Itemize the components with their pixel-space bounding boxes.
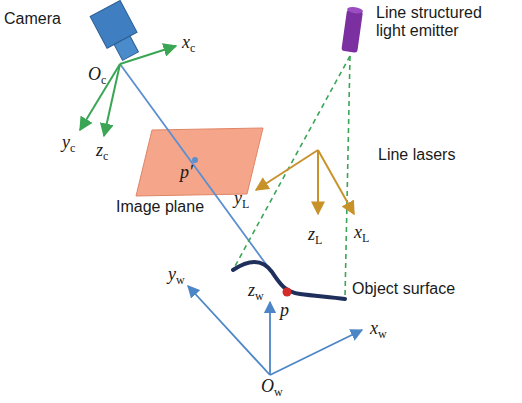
axis-label: yc [62, 132, 75, 156]
device-label: Camera [4, 10, 61, 28]
point-label: p [280, 300, 289, 321]
surface-point [283, 288, 292, 297]
axis-label: yL [234, 188, 249, 212]
laser-axes [256, 150, 354, 214]
axis-label: zw [248, 280, 264, 304]
world-axes [188, 286, 362, 375]
camera-body [90, 0, 145, 64]
axis-label: xL [354, 222, 369, 246]
object-surface [233, 262, 345, 299]
image-plane [136, 128, 263, 196]
origin-label: Oc [88, 64, 106, 88]
camera-axes [80, 46, 176, 136]
laser-emitter [341, 6, 363, 53]
surface-label: Object surface [352, 280, 455, 298]
axis-label: xw [370, 318, 387, 342]
laser-label: Line lasers [378, 146, 455, 164]
axis-label: zc [96, 140, 108, 164]
plane-label: Image plane [116, 198, 204, 216]
axis-label: yw [168, 264, 185, 288]
axis-label: zL [308, 224, 322, 248]
axis-label: xc [182, 32, 195, 56]
device-label: Line structured light emitter [376, 4, 504, 41]
point-label: p′ [180, 162, 193, 183]
projection-ray [120, 64, 287, 293]
origin-label: Ow [261, 376, 283, 400]
